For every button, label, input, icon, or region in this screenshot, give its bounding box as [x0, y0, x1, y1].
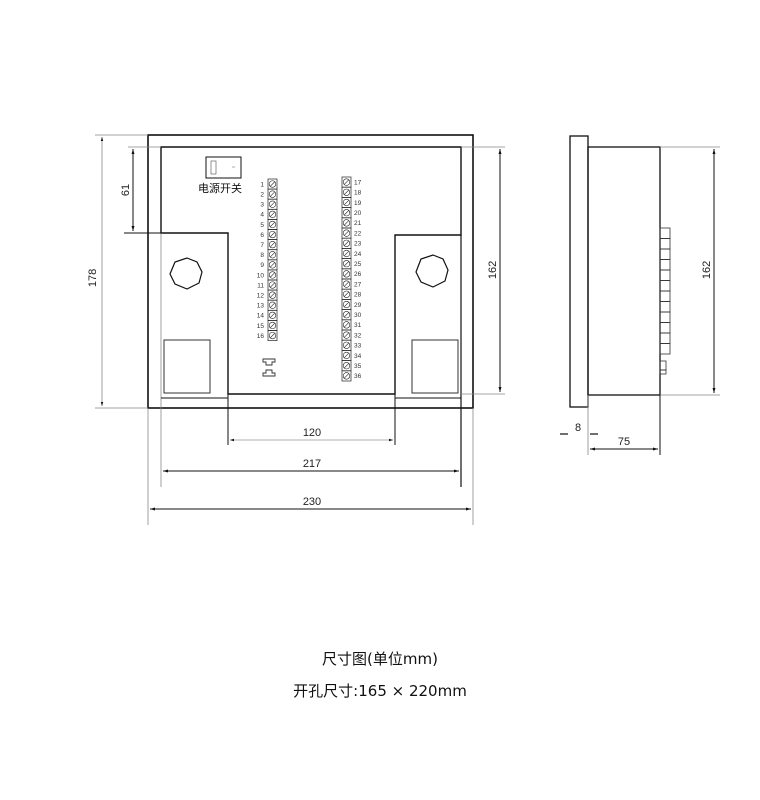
left-mount-hole-icon [169, 257, 203, 290]
terminal-number: 19 [354, 200, 362, 207]
terminal-screw-icon [267, 289, 278, 301]
terminal-screw-icon [341, 186, 352, 198]
dim-162-side: 162 [701, 261, 713, 279]
terminal-screw-icon [341, 370, 352, 382]
terminal-screw-icon [267, 219, 278, 230]
terminal-number: 17 [354, 179, 362, 186]
terminal-screw-icon [341, 258, 352, 270]
right-window [411, 339, 459, 394]
terminal-number: 11 [257, 282, 264, 289]
terminal-screw-icon [341, 227, 352, 239]
terminal-number: 15 [257, 323, 265, 330]
terminal-screw-icon [267, 249, 278, 261]
connector-icon [262, 358, 276, 377]
drawing-title: 尺寸图(单位mm) [322, 650, 438, 668]
dim-8: 8 [575, 422, 581, 434]
terminal-screw-icon [341, 248, 352, 259]
side-panel [569, 135, 589, 408]
terminal-number: 1 [260, 181, 264, 188]
terminal-number: 24 [354, 251, 362, 258]
cutout-size-note: 开孔尺寸:165 × 220mm [293, 682, 467, 700]
terminal-screw-icon [267, 269, 278, 281]
dim-217: 217 [303, 458, 321, 470]
terminal-number: 36 [354, 373, 362, 380]
terminal-number: 18 [354, 190, 362, 197]
terminal-screw-icon [341, 237, 352, 249]
terminal-screw-icon [267, 239, 278, 251]
power-switch [205, 156, 242, 179]
terminal-screw-icon [341, 299, 352, 310]
terminal-screw-icon [267, 229, 278, 240]
terminal-number: 23 [354, 241, 362, 248]
dim-178: 178 [87, 269, 99, 287]
dim-120: 120 [303, 427, 321, 439]
terminal-number: 10 [257, 272, 265, 279]
terminal-screw-icon [341, 350, 352, 361]
terminal-screw-icon [267, 320, 278, 331]
terminal-number: 14 [257, 313, 265, 320]
terminal-screw-icon [267, 330, 278, 341]
terminal-screw-icon [267, 259, 278, 271]
terminal-number: 2 [260, 191, 264, 198]
terminal-screw-icon [267, 309, 278, 321]
terminal-number: 16 [257, 333, 265, 340]
terminal-number: 9 [260, 262, 264, 269]
terminal-screw-icon [341, 339, 352, 351]
terminal-number: 4 [260, 212, 264, 219]
terminal-number: 26 [354, 271, 362, 278]
power-switch-label: 电源开关 [198, 181, 242, 195]
terminal-number: 30 [354, 312, 362, 319]
terminal-screw-icon [341, 197, 352, 208]
terminal-screw-icon [341, 207, 352, 219]
terminal-block-right: 17 18 19 20 21 22 23 24 25 26 27 28 29 30 31 32 33 34 35 36 [341, 176, 362, 382]
terminal-number: 29 [354, 302, 362, 309]
terminal-number: 8 [260, 252, 264, 259]
terminal-screw-icon [267, 178, 278, 190]
terminal-number: 22 [354, 230, 362, 237]
terminal-number: 5 [260, 222, 264, 229]
terminal-screw-icon [267, 299, 278, 311]
side-body [587, 146, 661, 396]
terminal-screw-icon [267, 188, 278, 200]
terminal-number: 7 [260, 242, 264, 249]
side-view: 162 8 75 [560, 135, 720, 455]
terminal-screw-icon [341, 360, 352, 372]
side-terminals [659, 227, 671, 375]
terminal-number: 35 [354, 363, 362, 370]
terminal-screw-icon [267, 279, 278, 291]
dim-75: 75 [618, 436, 630, 448]
terminal-number: 25 [354, 261, 362, 268]
terminal-screw-icon [267, 198, 278, 210]
terminal-screw-icon [341, 309, 352, 321]
terminal-number: 12 [257, 292, 265, 299]
left-window [163, 339, 211, 394]
terminal-screw-icon [341, 268, 352, 280]
dim-230: 230 [303, 496, 321, 508]
terminal-screw-icon [341, 217, 352, 229]
terminal-number: 6 [260, 232, 264, 239]
terminal-screw-icon [341, 288, 352, 300]
terminal-number: 20 [354, 210, 362, 217]
terminal-screw-icon [267, 208, 278, 220]
terminal-number: 34 [354, 353, 362, 360]
terminal-number: 27 [354, 281, 362, 288]
right-mount-hole-icon [415, 254, 449, 288]
terminal-screw-icon [341, 176, 352, 188]
dim-61: 61 [120, 184, 132, 196]
outer-bezel [147, 134, 474, 409]
terminal-number: 33 [354, 343, 362, 350]
terminal-number: 31 [354, 322, 362, 329]
terminal-number: 32 [354, 332, 362, 339]
dim-162-front: 162 [487, 261, 499, 279]
terminal-screw-icon [341, 319, 352, 331]
terminal-number: 3 [260, 202, 264, 209]
terminal-number: 21 [354, 220, 362, 227]
terminal-number: 13 [257, 303, 265, 310]
terminal-screw-icon [341, 329, 352, 341]
terminal-screw-icon [341, 278, 352, 290]
terminal-number: 28 [354, 292, 362, 299]
